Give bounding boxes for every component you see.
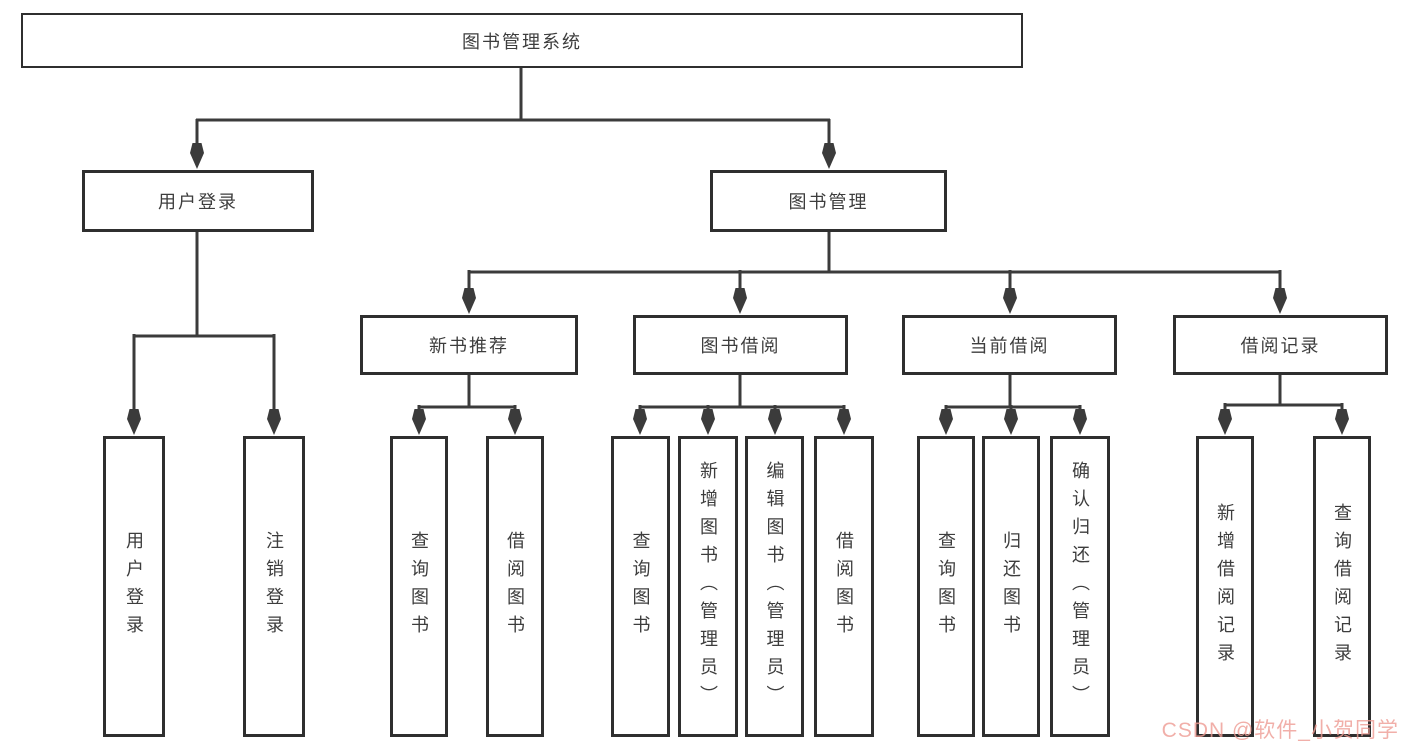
leaf-confirm-return-admin: 确认归还（管理员） [1050,436,1110,737]
leaf-query-borrow-record: 查询借阅记录 [1313,436,1371,737]
leaf-user-login: 用户登录 [103,436,165,737]
leaf-return-books: 归还图书 [982,436,1040,737]
node-user-login: 用户登录 [82,170,314,232]
leaf-query-books-current: 查询图书 [917,436,975,737]
leaf-add-book-admin: 新增图书（管理员） [678,436,738,737]
leaf-query-books-borrow: 查询图书 [611,436,670,737]
node-root: 图书管理系统 [21,13,1023,68]
leaf-borrow-books-recommend: 借阅图书 [486,436,544,737]
node-book-management: 图书管理 [710,170,947,232]
node-new-book-recommend: 新书推荐 [360,315,578,375]
leaf-add-borrow-record: 新增借阅记录 [1196,436,1254,737]
leaf-borrow-books-borrow: 借阅图书 [814,436,874,737]
node-borrow-records: 借阅记录 [1173,315,1388,375]
leaf-edit-book-admin: 编辑图书（管理员） [745,436,804,737]
node-current-borrow: 当前借阅 [902,315,1117,375]
node-book-borrow: 图书借阅 [633,315,848,375]
leaf-query-books-recommend: 查询图书 [390,436,448,737]
watermark: CSDN @软件_小贺同学 [1161,719,1399,742]
leaf-logout: 注销登录 [243,436,305,737]
